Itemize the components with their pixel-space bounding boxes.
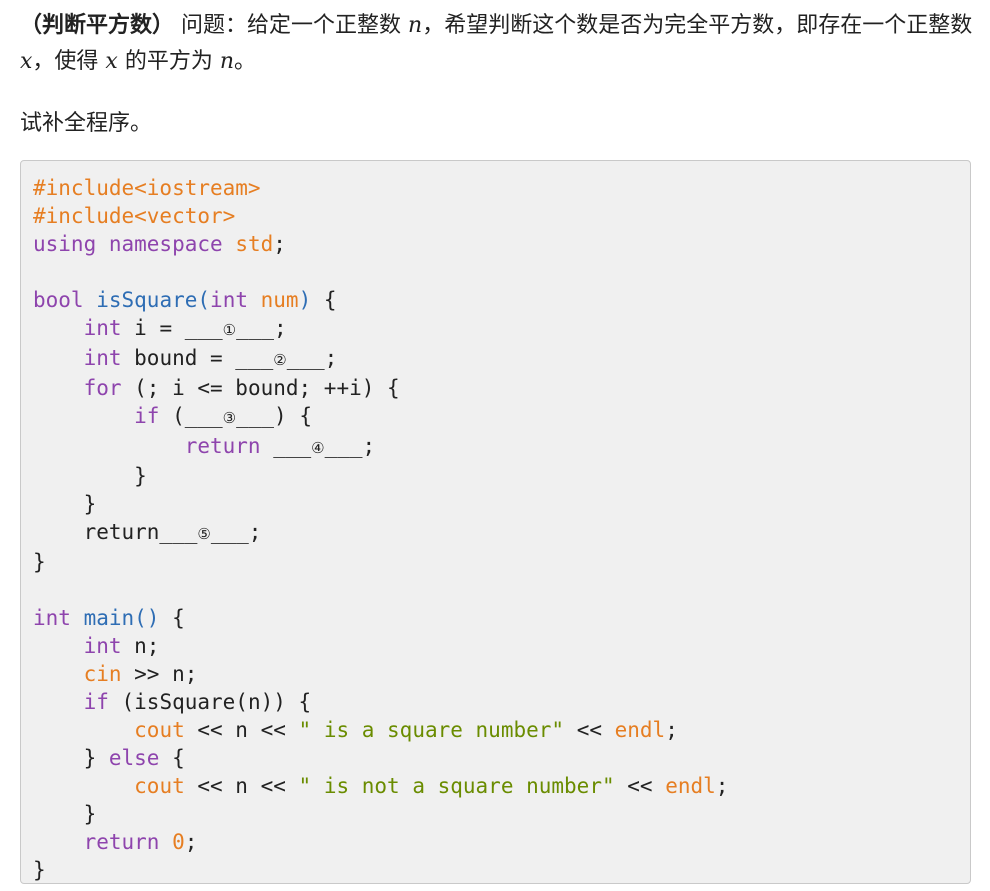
code-keyword: else [108, 746, 160, 770]
code-text: ___) { [236, 404, 312, 428]
code-builtin: endl [665, 774, 716, 798]
code-string: " is a square number" [298, 718, 565, 742]
code-punct: { [159, 606, 185, 630]
code-text: i = ___ [121, 316, 223, 340]
problem-statement: （判断平方数） 问题：给定一个正整数 n，希望判断这个数是否为完全平方数，即存在… [20, 8, 975, 80]
var-n: n [408, 13, 423, 38]
problem-title: （判断平方数） [20, 13, 175, 38]
code-type: int [33, 606, 71, 630]
code-builtin: cout [134, 718, 185, 742]
code-punct: ; [273, 232, 286, 256]
code-punct: ; [184, 830, 198, 854]
code-punct: } [83, 746, 109, 770]
code-text: (___ [159, 404, 223, 428]
code-text: << [614, 774, 666, 798]
code-type: bool [33, 288, 84, 312]
statement-text: 的平方为 [117, 49, 220, 74]
code-type: int [210, 288, 248, 312]
code-text: << [564, 718, 615, 742]
blank-marker-4: ④ [311, 439, 325, 457]
code-block: #include<iostream> #include<vector> usin… [20, 160, 971, 884]
code-punct: } [134, 464, 147, 488]
code-text: return___ [83, 520, 198, 544]
code-param: num [260, 288, 299, 312]
code-punct: { [159, 746, 185, 770]
statement-text: ，希望判断这个数是否为完全平方数，即存在一个正整数 [422, 13, 973, 38]
code-text: ___; [286, 346, 338, 370]
code-text: ___; [210, 520, 262, 544]
code-text: n; [121, 634, 160, 658]
blank-marker-2: ② [273, 351, 287, 369]
blank-marker-5: ⑤ [197, 525, 211, 543]
code-keyword: if [83, 690, 109, 714]
code-text: ___ [260, 434, 312, 458]
blank-marker-1: ① [222, 321, 237, 339]
code-text: (isSquare(n)) { [108, 690, 312, 714]
code-text: (; i <= bound; ++i) { [121, 376, 400, 400]
code-builtin: endl [614, 718, 666, 742]
statement-text: 。 [234, 49, 257, 74]
code-text: bound = ___ [121, 346, 274, 370]
code-string: " is not a square number" [298, 774, 615, 798]
code-function-name: isSquare [96, 288, 198, 312]
code-punct: } [33, 858, 46, 882]
code-punct: { [311, 288, 337, 312]
code-include-iostream: #include<iostream> [33, 176, 261, 200]
code-keyword: for [83, 376, 122, 400]
code-text [159, 830, 172, 854]
code-keyword: return [184, 434, 261, 458]
code-builtin: cin [83, 662, 122, 686]
code-text: ___; [236, 316, 287, 340]
code-keyword: if [134, 404, 160, 428]
code-paren: ) [298, 288, 312, 312]
var-x: x [20, 49, 33, 74]
code-builtin: cout [134, 774, 185, 798]
code-keyword: return [83, 830, 160, 854]
code-punct: ; [715, 774, 729, 798]
code-text: >> n; [121, 662, 198, 686]
code-punct: } [33, 550, 46, 574]
code-type: int [83, 346, 122, 370]
code-type: int [83, 634, 122, 658]
var-n: n [219, 49, 235, 74]
code-punct: ; [665, 718, 678, 742]
code-text: << n << [184, 774, 299, 798]
code-function-name: main() [83, 606, 160, 630]
code-punct: } [83, 492, 97, 516]
statement-text: 问题：给定一个正整数 [174, 13, 409, 38]
var-x: x [105, 49, 118, 74]
code-paren: ( [197, 288, 211, 312]
code-type: int [83, 316, 122, 340]
code-text: ___; [324, 434, 376, 458]
blank-marker-3: ③ [222, 409, 237, 427]
code-number: 0 [172, 830, 185, 854]
code-include-vector: #include<vector> [33, 204, 236, 228]
statement-text: ，使得 [32, 49, 106, 74]
code-text: << n << [184, 718, 299, 742]
instruction: 试补全程序。 [20, 111, 153, 136]
code-punct: } [83, 802, 97, 826]
code-listing: #include<iostream> #include<vector> usin… [33, 174, 728, 884]
code-namespace: std [235, 232, 274, 256]
code-keyword: using namespace [33, 232, 223, 256]
